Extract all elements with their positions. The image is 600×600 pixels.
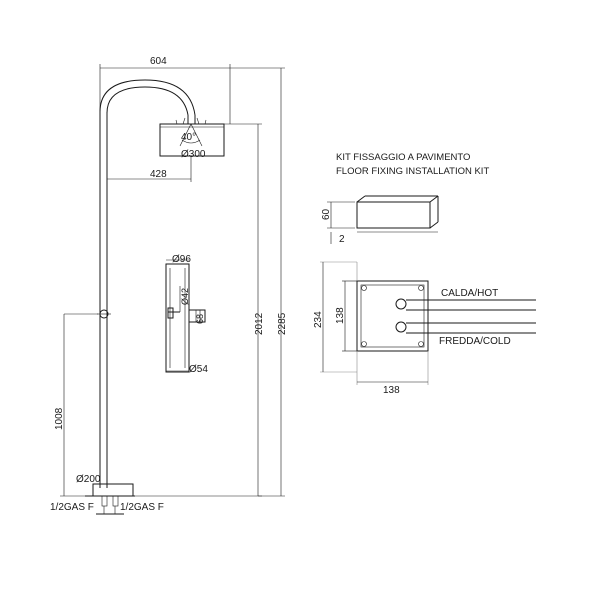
- corner-screws: [361, 285, 424, 347]
- mixer-height-label: 1008: [54, 407, 65, 430]
- kit-outer-depth: 234: [313, 311, 324, 328]
- kit-box-height: 60: [321, 208, 332, 220]
- inlet-right-label: 1/2GAS F: [120, 502, 164, 513]
- hot-label: CALDA/HOT: [441, 288, 498, 299]
- dimension-mixer-height: 1008: [54, 313, 98, 497]
- kit-title-en: FLOOR FIXING INSTALLATION KIT: [336, 166, 489, 177]
- kit-inner-depth: 138: [335, 307, 346, 324]
- head-height-label: 2012: [254, 312, 265, 335]
- kit-box-gap: 2: [339, 234, 345, 245]
- kit-top-view: CALDA/HOT FREDDA/COLD 234 138 138: [313, 261, 536, 396]
- mixer-bottom-diameter: Ø54: [189, 364, 208, 375]
- mixer-detail: Ø96 Ø42 68 Ø54: [165, 254, 208, 375]
- dimension-head-offset: 428: [107, 156, 192, 182]
- inlet-left-label: 1/2GAS F: [50, 502, 94, 513]
- total-height-label: 2285: [277, 312, 288, 335]
- head-offset-label: 428: [150, 169, 167, 180]
- dimension-head-height: 2012: [135, 123, 265, 497]
- dimension-total-height: 2285: [230, 67, 288, 497]
- dimension-reach: 604: [99, 56, 231, 124]
- head-diameter-label: Ø300: [181, 149, 206, 160]
- base-diameter-label: Ø200: [76, 474, 101, 485]
- knob-diameter: Ø42: [180, 288, 190, 305]
- kit-title-it: KIT FISSAGGIO A PAVIMENTO: [336, 152, 470, 163]
- reach-label: 604: [150, 56, 167, 67]
- cold-label: FREDDA/COLD: [439, 336, 511, 347]
- shower-column: [85, 79, 225, 515]
- head-angle-label: 40°: [181, 132, 196, 143]
- mixer-small-height: 68: [195, 314, 205, 324]
- kit-side-view: 60 2: [321, 195, 439, 245]
- mixer-top-diameter: Ø96: [172, 254, 191, 265]
- kit-inner-width: 138: [383, 385, 400, 396]
